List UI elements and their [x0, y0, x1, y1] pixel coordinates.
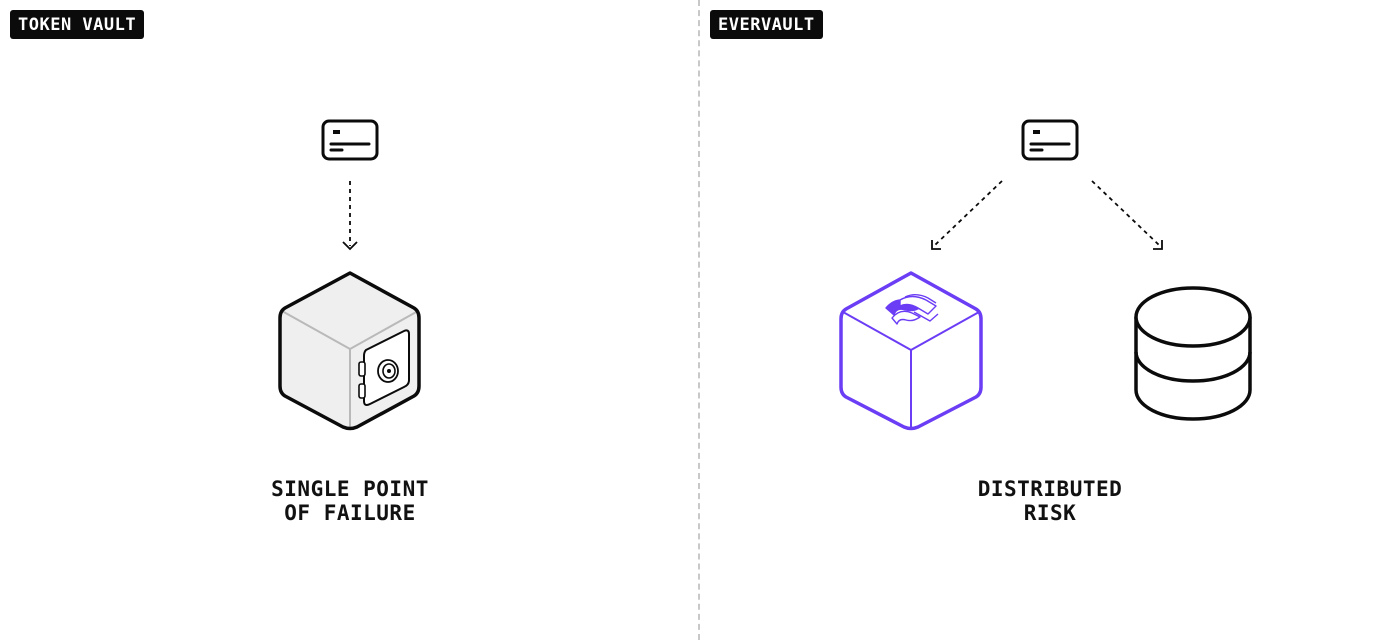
caption-line-1: DISTRIBUTED	[977, 477, 1123, 501]
token-vault-diagram	[278, 119, 421, 431]
evervault-panel: EVERVAULT	[700, 0, 1400, 640]
caption-line-1: SINGLE POINT	[271, 477, 429, 501]
dashed-arrow-down	[342, 181, 358, 251]
caption-line-2: RISK	[1023, 501, 1077, 525]
evervault-diagram	[839, 119, 1252, 431]
evervault-cube-icon	[839, 271, 983, 431]
database-icon	[1134, 286, 1252, 421]
caption-line-2: OF FAILURE	[284, 501, 416, 525]
dashed-arrow-down-right	[1091, 180, 1163, 250]
evervault-tag: EVERVAULT	[710, 10, 823, 39]
card-icon	[321, 119, 379, 161]
token-vault-panel: TOKEN VAULT	[0, 0, 699, 640]
token-vault-caption: SINGLE POINT OF FAILURE	[250, 477, 450, 525]
evervault-logo-icon	[885, 294, 939, 325]
safe-cube-icon	[278, 271, 421, 431]
token-vault-tag: TOKEN VAULT	[10, 10, 145, 39]
evervault-caption: DISTRIBUTED RISK	[950, 477, 1150, 525]
dashed-arrow-down-left	[931, 180, 1003, 250]
card-icon	[1021, 119, 1079, 161]
panel-divider	[698, 0, 700, 640]
